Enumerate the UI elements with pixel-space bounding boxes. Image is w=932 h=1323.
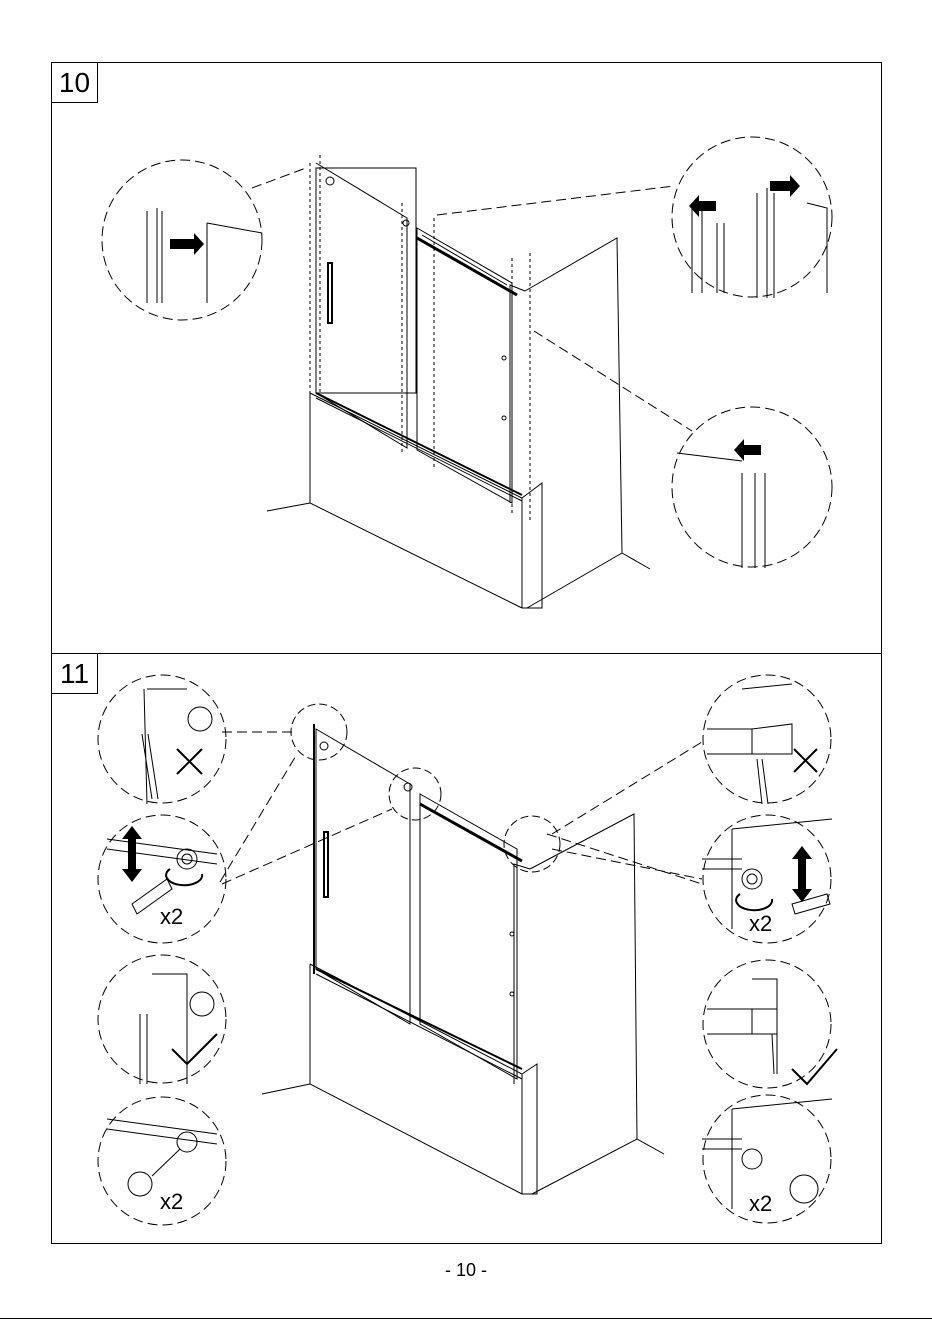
qty-label: x2	[160, 1189, 183, 1214]
qty-label: x2	[749, 911, 772, 936]
direction-arrows	[122, 826, 812, 902]
page-number: - 10 -	[0, 1260, 932, 1281]
quantity-labels: x2 x2 x2 x2	[160, 904, 772, 1216]
step-10-illustration	[52, 63, 883, 655]
callout-circles-small	[291, 704, 560, 872]
detail-drawings	[107, 684, 837, 1209]
detail-callouts	[102, 137, 832, 567]
direction-arrows	[170, 175, 800, 461]
step-11-panel: 11	[51, 653, 882, 1244]
glass-panels	[310, 155, 530, 523]
tub-and-wall	[267, 238, 650, 608]
qty-label: x2	[160, 904, 183, 929]
rotate-arrows	[166, 869, 772, 910]
glass-panels	[314, 724, 522, 1079]
detail-drawings	[147, 188, 827, 568]
step-10-panel: 10	[51, 62, 882, 654]
tub-and-wall	[262, 814, 664, 1194]
qty-label: x2	[749, 1191, 772, 1216]
bottom-rule	[0, 1318, 932, 1319]
step-11-illustration: x2 x2 x2 x2	[52, 654, 883, 1245]
